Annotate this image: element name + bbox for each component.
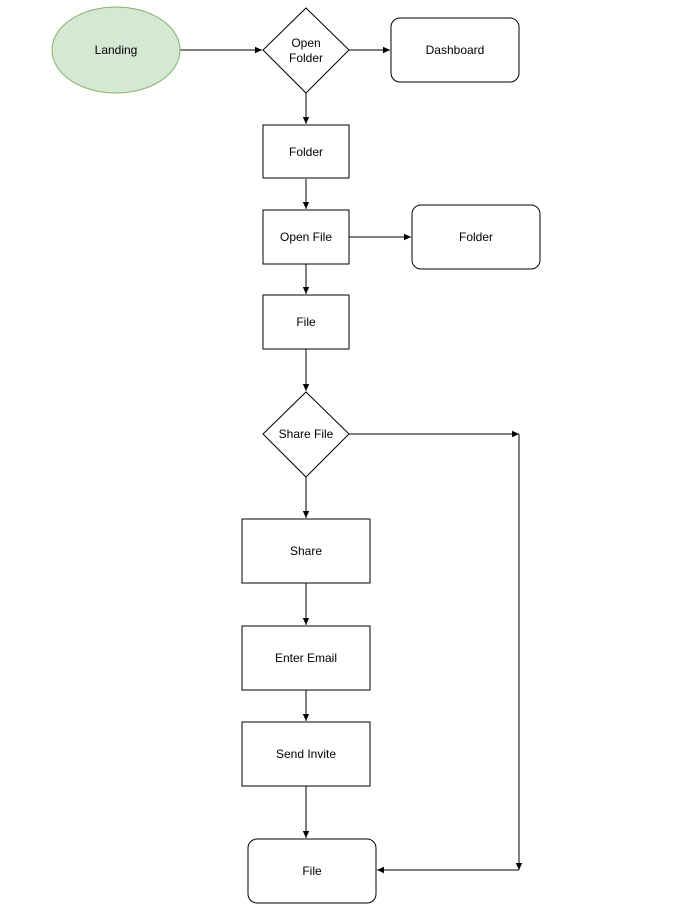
dashboard-box (390, 17, 520, 83)
open-folder-label-line2: Folder (289, 51, 323, 65)
dashboard-label: Dashboard (426, 43, 485, 57)
open-folder-diamond (262, 7, 350, 94)
folder-side-box (411, 204, 541, 270)
node-send-invite: Send Invite (241, 721, 371, 787)
file-box (262, 294, 350, 350)
folder-box (262, 124, 350, 179)
folder-label: Folder (289, 145, 323, 159)
folder-side-label: Folder (459, 230, 493, 244)
node-folder: Folder (262, 124, 350, 179)
node-dashboard: Dashboard (390, 17, 520, 83)
send-invite-label: Send Invite (276, 747, 336, 761)
file-label: File (296, 315, 316, 329)
open-file-box (262, 209, 350, 265)
file-end-box (247, 838, 377, 904)
node-folder-side: Folder (411, 204, 541, 270)
node-file-end: File (247, 838, 377, 904)
send-invite-box (241, 721, 371, 787)
node-share: Share (241, 518, 371, 584)
node-share-file: Share File (262, 391, 350, 478)
enter-email-label: Enter Email (275, 651, 337, 665)
node-file: File (262, 294, 350, 350)
file-end-label: File (302, 864, 322, 878)
share-box (241, 518, 371, 584)
node-open-folder: Open Folder (262, 7, 350, 94)
enter-email-box (241, 625, 371, 691)
share-file-diamond (262, 391, 350, 478)
node-open-file: Open File (262, 209, 350, 265)
node-enter-email: Enter Email (241, 625, 371, 691)
landing-ellipse (51, 6, 181, 94)
edges (180, 46, 523, 874)
node-landing: Landing (51, 6, 181, 94)
landing-label: Landing (95, 43, 138, 57)
open-file-label: Open File (280, 230, 332, 244)
share-label: Share (290, 544, 322, 558)
share-file-label: Share File (279, 427, 334, 441)
open-folder-label-line1: Open (291, 36, 320, 50)
